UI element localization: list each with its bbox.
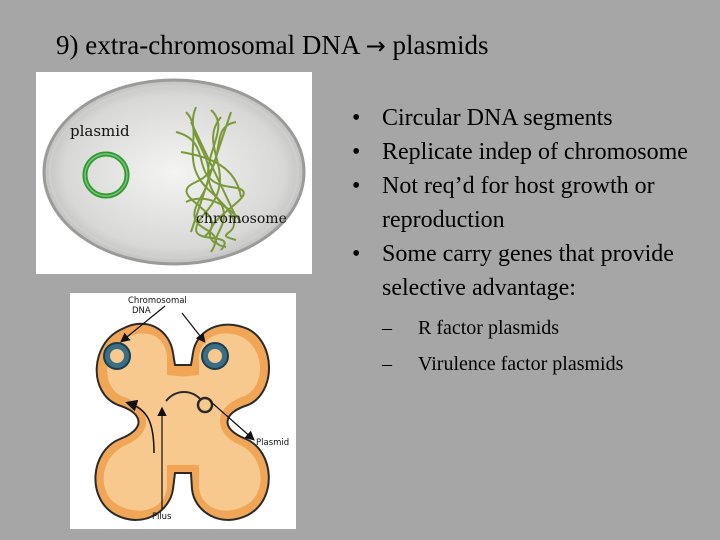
title-suffix: plasmids	[392, 30, 489, 60]
sub-bullet-text: Virulence factor plasmids	[418, 353, 624, 375]
chromosome-strands	[175, 106, 245, 253]
chromosomal-dna-label-line1: Chromosomal	[128, 296, 187, 306]
plasmid-label: Plasmid	[256, 438, 289, 448]
bullet-text: Circular DNA segments	[382, 105, 613, 131]
bullet-item: • Not req’d for host growth or reproducti…	[352, 169, 712, 237]
pilus-line	[125, 399, 155, 454]
sub-bullet-text: R factor plasmids	[418, 317, 560, 339]
bullet-list: • Circular DNA segments • Replicate indep …	[352, 101, 712, 382]
dividing-cell-figure: Chromosomal DNA Plasmid Pilus	[70, 293, 296, 529]
sub-bullet-item: – Virulence factor plasmids	[382, 346, 712, 382]
plasmid-circle	[196, 396, 214, 414]
slide-title: 9) extra-chromosomal DNA → plasmids	[56, 30, 489, 61]
cell-plasmid-figure: plasmid chromosome	[36, 72, 312, 274]
dash-icon: –	[382, 353, 392, 375]
bullet-icon: •	[352, 241, 361, 267]
sub-bullet-item: – R factor plasmids	[382, 310, 712, 346]
bullet-icon: •	[352, 139, 361, 165]
bullet-item: • Some carry genes that provide selective…	[352, 237, 712, 305]
title-prefix: 9) extra-chromosomal DNA	[56, 30, 359, 60]
right-arrow-icon: →	[365, 32, 386, 60]
pilus-label: Pilus	[152, 512, 172, 522]
bullet-text: Some carry genes that provide selective …	[382, 241, 674, 301]
sub-bullet-list: – R factor plasmids – Virulence factor pla…	[352, 310, 712, 382]
bullet-text: Replicate indep of chromosome	[382, 139, 688, 165]
chromosomal-dna-label-line2: DNA	[132, 306, 151, 316]
chromosome-label: chromosome	[196, 211, 287, 227]
bullet-icon: •	[352, 173, 361, 199]
bullet-icon: •	[352, 105, 361, 131]
bullet-item: • Circular DNA segments	[352, 101, 712, 135]
dash-icon: –	[382, 317, 392, 339]
bullet-text: Not req’d for host growth or reproductio…	[382, 173, 655, 233]
bullet-item: • Replicate indep of chromosome	[352, 135, 712, 169]
plasmid-label: plasmid	[70, 122, 130, 140]
